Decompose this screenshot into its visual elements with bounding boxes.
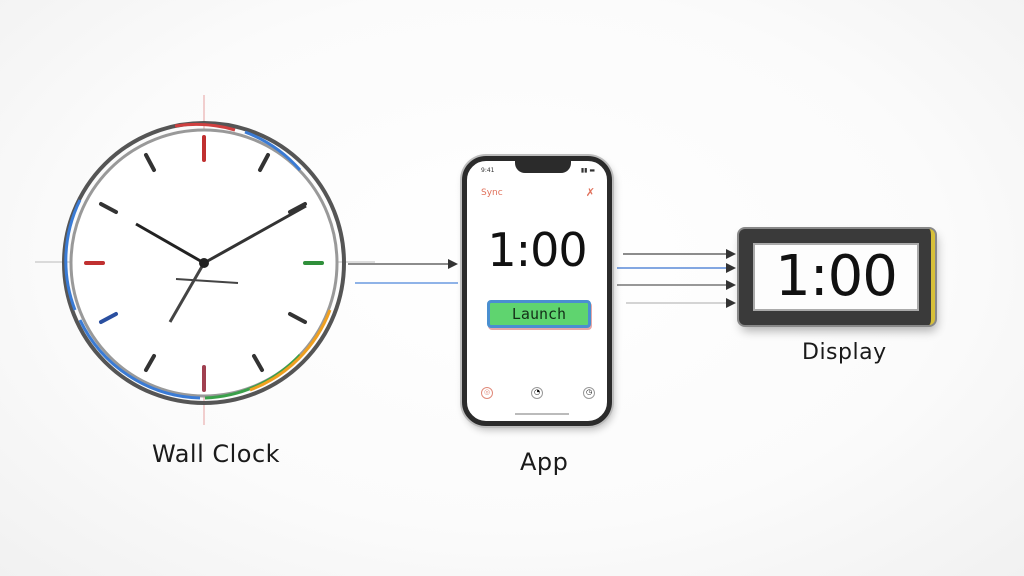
status-icons: ▮▮ ▬ xyxy=(580,167,595,174)
phone-time-display: 1:00 xyxy=(487,223,587,277)
app-label: App xyxy=(520,448,569,476)
launch-button[interactable]: Launch xyxy=(487,300,591,328)
phone-notch xyxy=(515,159,571,173)
home-indicator xyxy=(515,413,569,415)
sync-link[interactable]: Sync xyxy=(481,188,503,198)
wall-clock-label: Wall Clock xyxy=(152,440,281,468)
display-label: Display xyxy=(802,340,887,365)
digital-display: 1:00 xyxy=(739,229,935,325)
phone-app: 9:41 ▮▮ ▬ Sync ✗ 1:00 Launch ◎ ◔ ◷ xyxy=(462,156,612,426)
clock-icon[interactable]: ◷ xyxy=(583,387,595,399)
status-time: 9:41 xyxy=(481,167,495,174)
close-icon[interactable]: ✗ xyxy=(585,186,595,199)
target-icon[interactable]: ◎ xyxy=(481,387,493,399)
display-time: 1:00 xyxy=(753,243,919,311)
timer-icon[interactable]: ◔ xyxy=(531,387,543,399)
